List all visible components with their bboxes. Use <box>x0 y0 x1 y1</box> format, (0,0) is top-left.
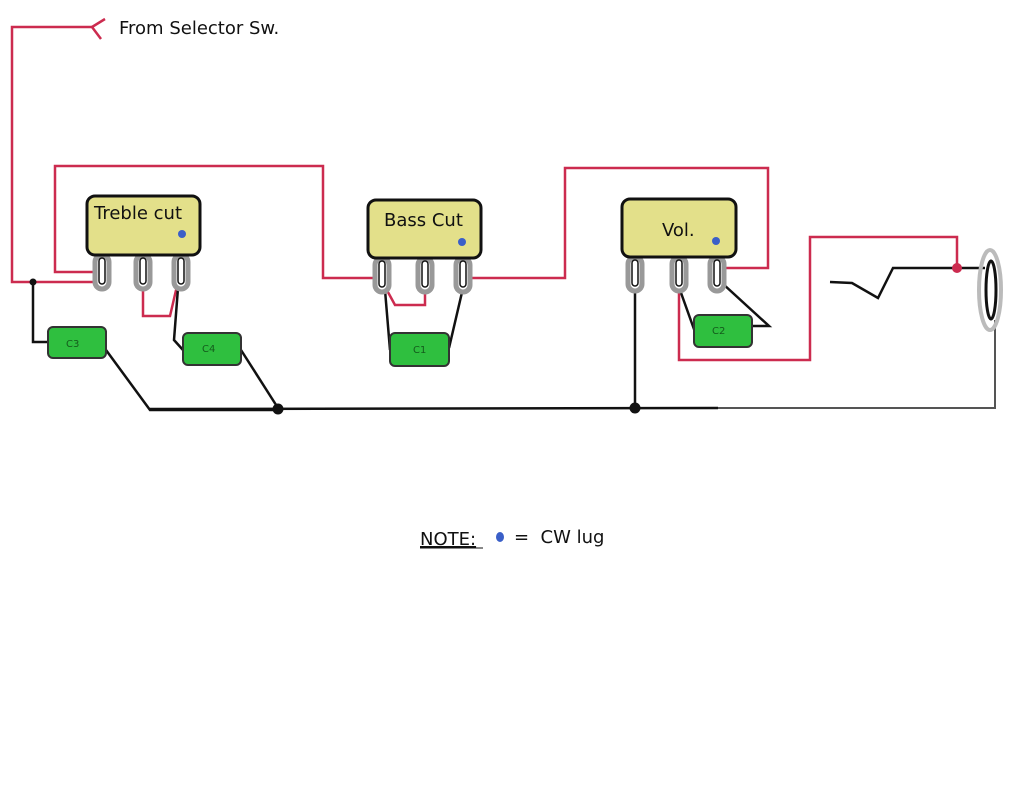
cw-lug-marker-icon <box>178 230 186 238</box>
junction-dot <box>29 278 37 286</box>
bass-cut-pot <box>366 198 483 295</box>
c3-label: C3 <box>66 339 79 350</box>
capacitor-c1 <box>389 332 450 367</box>
source-wire <box>10 17 106 284</box>
treble-cut-pot <box>85 194 202 292</box>
junction-dot <box>952 263 962 273</box>
note-legend: = CW lug <box>514 527 604 548</box>
volume-pot <box>620 197 738 294</box>
note-prefix: NOTE: <box>420 529 476 550</box>
cw-lug-marker-icon <box>712 237 720 245</box>
c4-lead-wire <box>172 274 184 351</box>
c2-lead-b <box>721 282 773 328</box>
bass-cut-label: Bass Cut <box>384 210 463 231</box>
c4-ground-wire <box>239 349 280 409</box>
bass-to-volume-wire <box>465 166 770 280</box>
c4-label: C4 <box>202 344 215 355</box>
volume-to-jack-wire <box>677 235 959 362</box>
junction-dot <box>629 402 641 414</box>
ground-bus <box>149 406 719 411</box>
c2-label: C2 <box>712 326 725 337</box>
source-label: From Selector Sw. <box>119 18 279 39</box>
cw-lug-marker-icon <box>496 532 504 542</box>
jack-ground-wire <box>718 320 996 409</box>
c1-label: C1 <box>413 345 426 356</box>
capacitor-c2 <box>693 314 753 348</box>
treble-jumper-wire <box>141 272 182 318</box>
c1-lead-b <box>447 287 465 349</box>
treble-cut-label: Treble cut <box>93 203 182 224</box>
treble-to-bass-wire <box>53 164 382 280</box>
output-jack <box>977 248 1003 332</box>
cw-lug-marker-icon <box>458 238 466 246</box>
capacitor-c3 <box>47 326 107 359</box>
jack-tip-contact <box>829 266 985 300</box>
volume-label: Vol. <box>662 220 695 241</box>
capacitor-c4 <box>182 332 242 366</box>
junction-dot <box>272 403 284 415</box>
c2-lead-a <box>678 289 697 333</box>
c3-lead-wire <box>31 282 48 344</box>
